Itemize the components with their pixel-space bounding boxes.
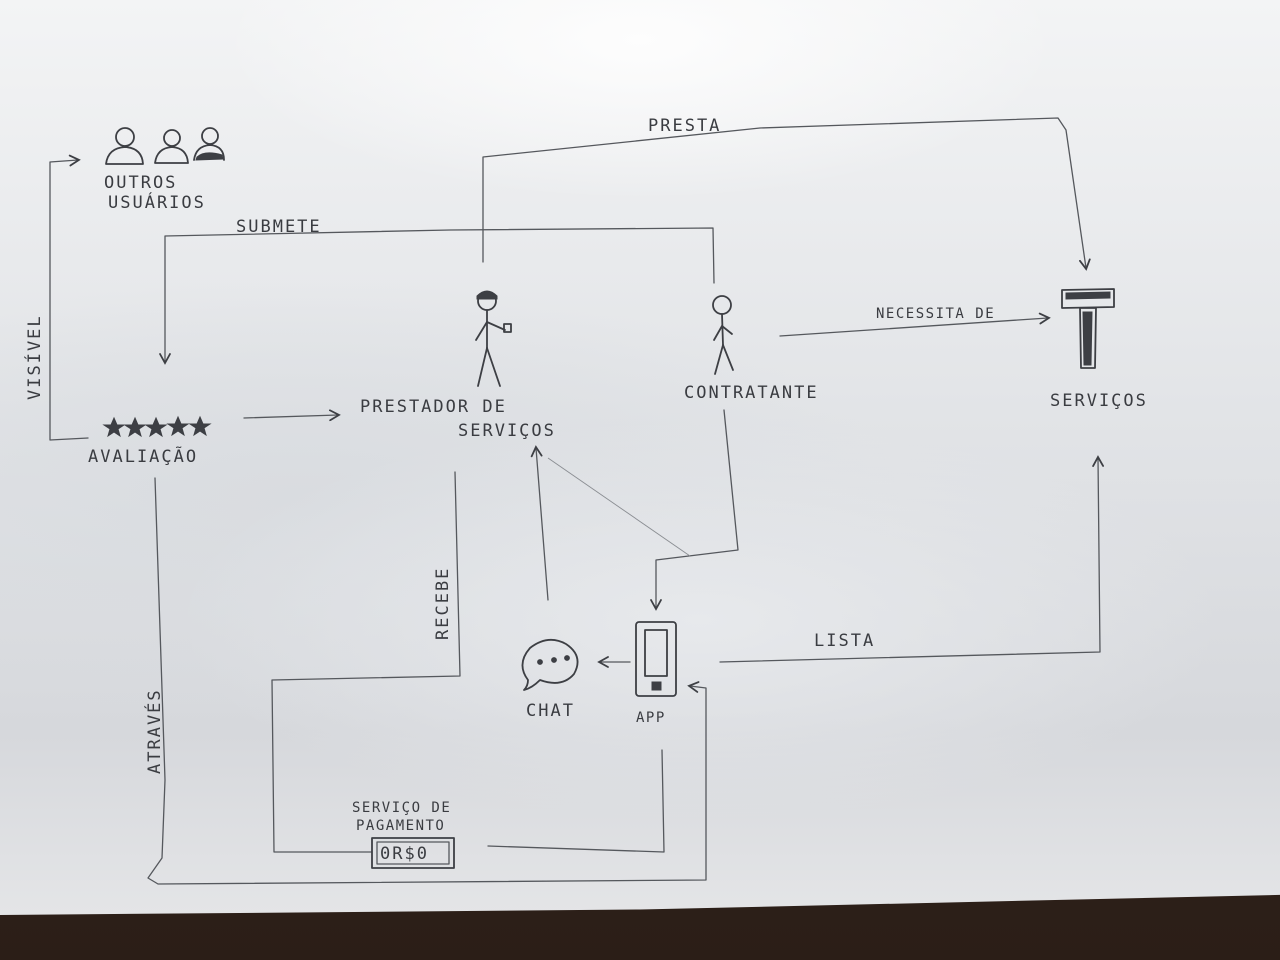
necessita-connector [779,312,1051,337]
recebe-label: RECEBE [433,567,453,640]
presta-label: PRESTA [648,116,721,136]
paper-sheet [0,0,1280,915]
pagamento-label-line2: PAGAMENTO [356,818,445,834]
provider-figure-icon [475,290,512,387]
users-label-line1: OUTROS [104,173,177,193]
banknote-label: 0R$0 [380,844,429,864]
visivel-connector [49,154,89,441]
star-rating-icon [102,415,212,438]
chat-label: CHAT [526,701,575,721]
chat-to-prestador-arrow [530,445,549,601]
avaliacao-to-prestador-arrow [243,409,341,422]
contratante-label: CONTRATANTE [684,383,819,403]
app-label: APP [636,710,666,726]
prestador-label-line2: SERVIÇOS [458,421,556,441]
pagamento-label-line1: SERVIÇO DE [352,800,451,816]
atraves-connector [147,477,707,885]
users-label-line2: USUÁRIOS [108,191,206,213]
avaliacao-label: AVALIAÇÃO [88,445,198,467]
faint-guide-line [547,457,691,557]
lista-connector [719,455,1104,663]
contratante-to-app-connector [650,409,739,611]
hammer-icon [1061,288,1115,369]
atraves-label: ATRAVÉS [143,688,165,774]
presta-connector [482,117,1091,271]
smartphone-icon [635,621,677,697]
app-to-payment-connector [487,749,665,853]
lista-label: LISTA [814,631,875,651]
submete-connector [159,227,715,365]
submete-label: SUBMETE [236,217,322,237]
servicos-label: SERVIÇOS [1050,391,1148,411]
recebe-connector [271,471,461,853]
prestador-label-line1: PRESTADOR DE [360,397,507,417]
users-group-icon [105,127,225,165]
banknote-icon [371,837,455,869]
client-figure-icon [712,295,734,375]
visivel-label: VISÍVEL [23,314,45,400]
speech-bubble-icon [521,638,579,691]
necessita-label: NECESSITA DE [876,306,995,322]
